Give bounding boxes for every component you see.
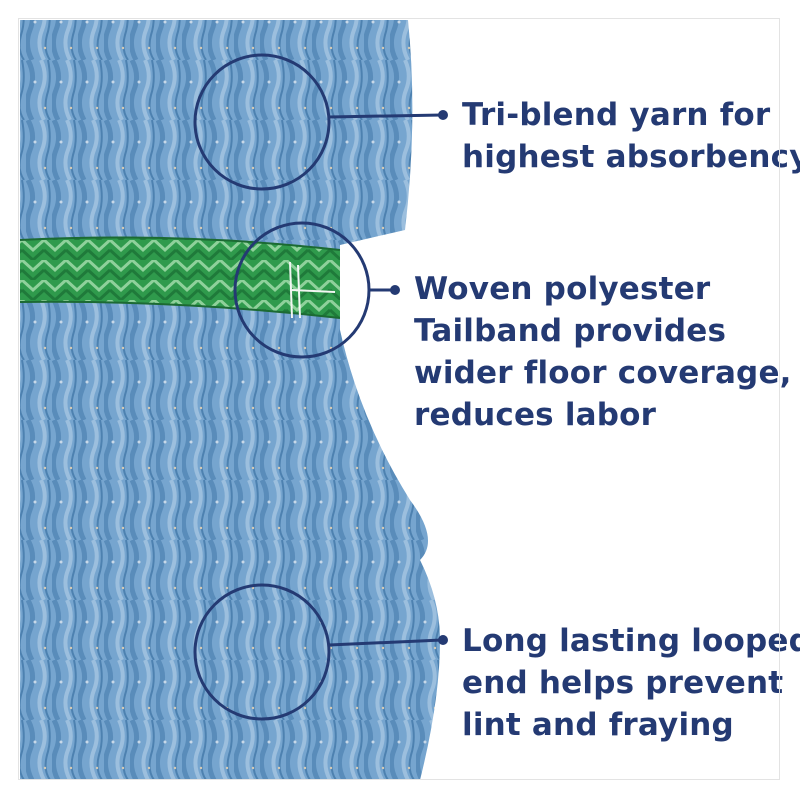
callout-yarn-text: Tri-blend yarn for highest absorbency (462, 94, 800, 178)
callout-marker-yarn (193, 53, 448, 191)
callout-marker-looped-end (193, 583, 448, 721)
callout-line: Long lasting looped (462, 623, 800, 659)
callout-tailband-text: Woven polyester Tailband provides wider … (414, 268, 792, 436)
callout-line: end helps prevent (462, 665, 784, 701)
callout-looped-end-text: Long lasting looped end helps prevent li… (462, 620, 800, 746)
callout-marker-tailband (233, 221, 400, 359)
callout-line: lint and fraying (462, 707, 734, 743)
callout-line: reduces labor (414, 397, 657, 433)
callout-line: Woven polyester (414, 271, 711, 307)
callout-line: wider floor coverage, (414, 355, 792, 391)
callout-line: highest absorbency (462, 139, 800, 175)
callout-line: Tailband provides (414, 313, 727, 349)
callout-line: Tri-blend yarn for (462, 97, 771, 133)
